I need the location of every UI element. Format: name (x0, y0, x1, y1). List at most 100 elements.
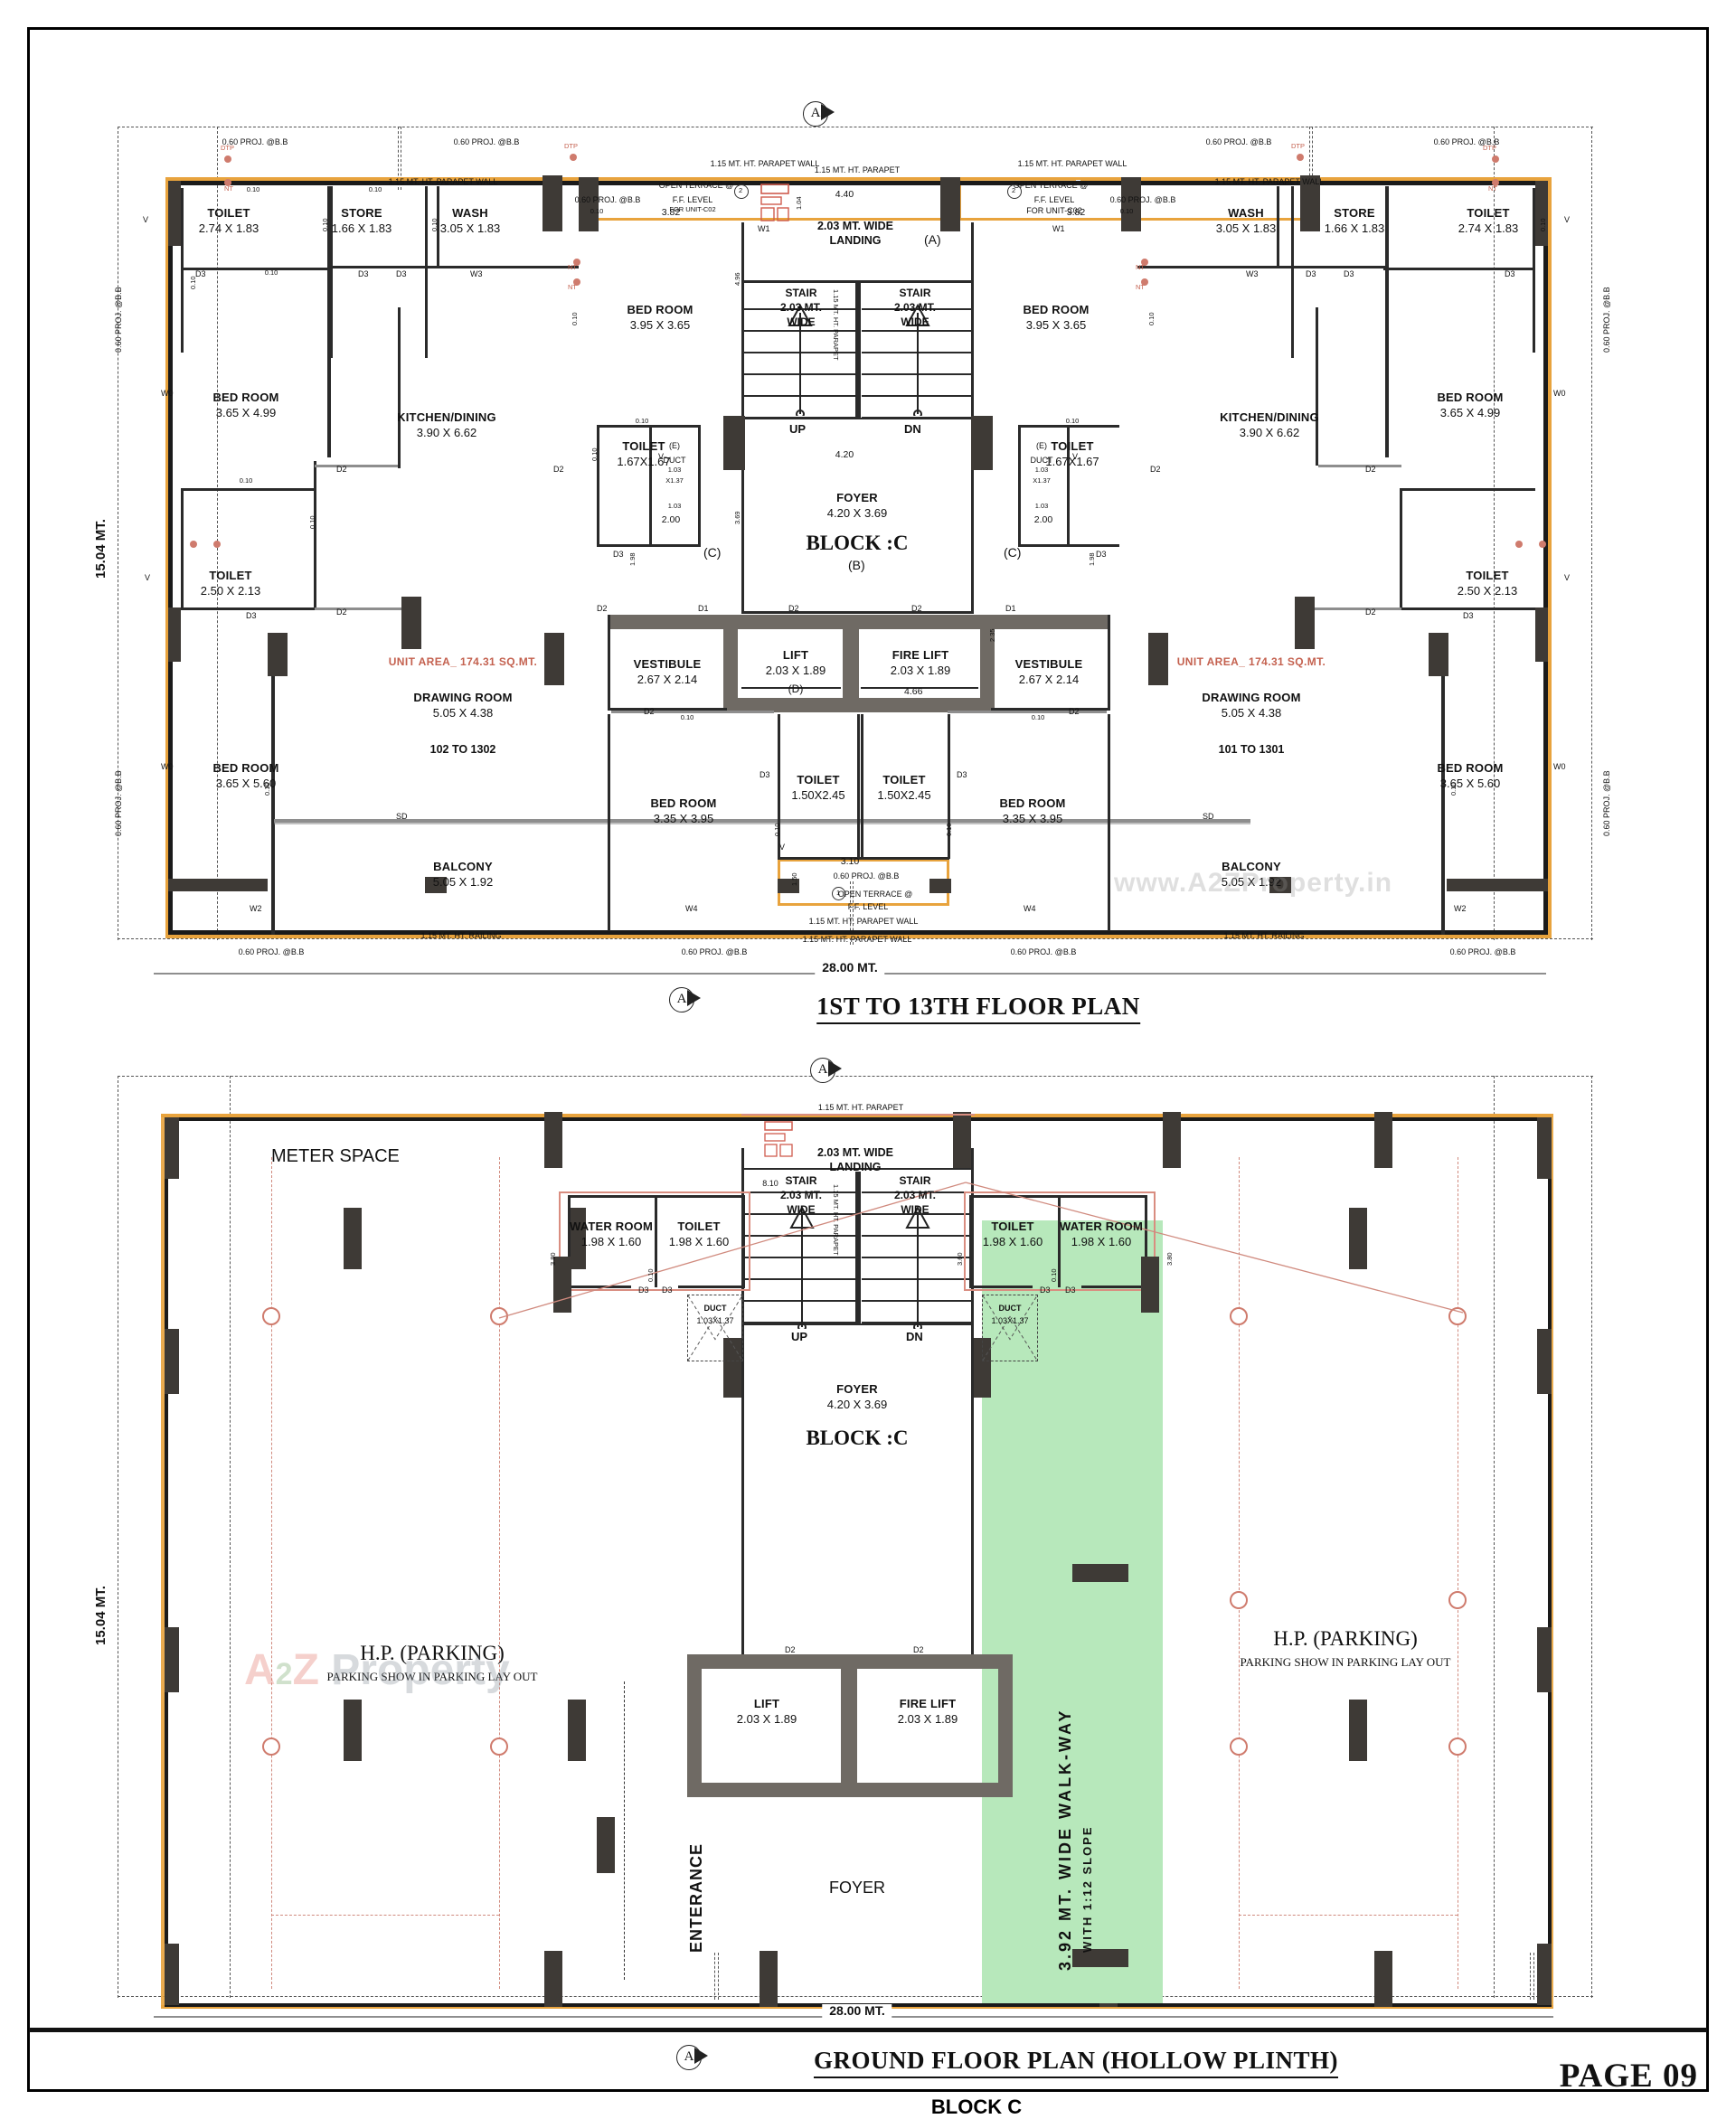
tag-e-l: (E) (669, 441, 680, 450)
wall-r-wash-b (1137, 266, 1291, 268)
ground-plan-title: GROUND FLOOR PLAN (HOLLOW PLINTH) (813, 2047, 1339, 2078)
g-foyer-r (971, 1338, 974, 1663)
g-col-t2 (953, 1112, 971, 1168)
tag-c-right: (C) (1004, 545, 1022, 560)
up-arrow-icon (788, 303, 813, 416)
lift-floor-line-b (861, 687, 978, 689)
section-mark-top-upper: A (803, 99, 835, 127)
dtp-dot-low-r (1515, 541, 1523, 548)
room-toilet-sm-l-name: TOILET (622, 439, 665, 453)
tag-nt-1: NT (224, 184, 233, 193)
ext-wall-left (168, 181, 173, 935)
g-tag-d3-4: D3 (1065, 1286, 1076, 1295)
d010-p: 0.10 (590, 447, 599, 461)
g-col-i2 (568, 1208, 586, 1269)
tag-sd-right: SD (1203, 812, 1214, 821)
block-label-upper: BLOCK :C (806, 532, 909, 554)
tag-v-low: V (779, 843, 786, 852)
dtp-dot-l (224, 155, 231, 163)
note-proj-terr-l: 0.60 PROJ. @B.B (574, 195, 641, 204)
tag-2-l: 2 (739, 186, 743, 194)
g-col-wet-r (1141, 1257, 1159, 1313)
room-vestibule-r-size: 2.67 X 2.14 (1018, 673, 1080, 686)
g-wr-l6 (678, 1286, 745, 1288)
tag-d2-6: D2 (1150, 465, 1161, 474)
room-bed4-l-name: BED ROOM (650, 796, 717, 810)
g-parking-left: H.P. (PARKING) (360, 1642, 505, 1664)
g-parking-right: H.P. (PARKING) (1273, 1627, 1418, 1650)
g-core-parapet-band (741, 1114, 975, 1116)
tag-d2-2: D2 (1365, 465, 1376, 474)
tag-nt-6: NT (1136, 283, 1145, 291)
wall-r-kitchen-l (1316, 307, 1318, 466)
tag-d2-5: D2 (553, 465, 564, 474)
wall-r1 (1533, 188, 1535, 282)
ground-plan-subtitle: BLOCK C (930, 2095, 1023, 2118)
g-stair-r-w2: WIDE (901, 1203, 929, 1216)
tag-nt-3: NT (568, 263, 577, 271)
note-parapet-2: 1.15 MT. HT. PARAPET WALL (710, 159, 820, 168)
room-toilet-tl-size: 2.74 X 1.83 (198, 221, 259, 235)
g-wall-top (165, 1117, 1552, 1121)
g-waterroom-l-name: WATER ROOM (569, 1220, 654, 1233)
g-park-circle-6 (1230, 1591, 1248, 1609)
g-stair-parapet2 (858, 1172, 861, 1323)
d010-r: 0.10 (1031, 713, 1045, 721)
dim-440: 4.40 (835, 189, 854, 200)
g-wall-left (165, 1117, 168, 2007)
tag-v-wall-r: V (1564, 215, 1571, 224)
note-proj-tl: 0.60 PROJ. @B.B (222, 137, 288, 146)
note-proj-b2: 0.60 PROJ. @B.B (681, 947, 748, 956)
g-col-core-r (971, 1338, 991, 1398)
room-wash-tr-name: WASH (1228, 206, 1264, 220)
g-col-l2 (165, 1329, 179, 1394)
door-r-d2-a (1318, 465, 1401, 467)
parapet-band-top-left (165, 177, 590, 181)
g-col-tl (165, 1117, 179, 1179)
duct-l-size2: X1.37 (665, 476, 684, 485)
lift-lobby-wall-top (723, 615, 995, 629)
proj-dash-bottom (118, 938, 1593, 939)
room-store-tr-size: 1.66 X 1.83 (1324, 221, 1385, 235)
tag-w3-2: W3 (1246, 269, 1259, 278)
wall-r-store-r (1291, 186, 1294, 358)
wall-store-r (425, 186, 428, 358)
note-ff-level-l: F.F. LEVEL (672, 195, 713, 204)
room-firelift-name: FIRE LIFT (892, 648, 949, 662)
dim-496: 4.96 (733, 272, 741, 286)
tag-d2-4: D2 (1365, 607, 1376, 617)
g-wall-right (1548, 1117, 1552, 2007)
note-proj-b1: 0.60 PROJ. @B.B (238, 947, 305, 956)
tag-d3-2: D3 (358, 269, 369, 278)
dim-310: 3.10 (840, 856, 860, 867)
note-parapet-4: 1.15 MT. HT. PARAPET WALL (1214, 177, 1325, 186)
tag-w2-l: W2 (250, 904, 262, 913)
note-railing-r: 1.15 MT. HT. RAILING (1223, 931, 1305, 940)
vestibule-l-top (608, 615, 725, 629)
g-col-i5 (568, 1700, 586, 1761)
dim-198-l: 1.98 (628, 552, 637, 566)
unit-area-left: UNIT AREA_ 174.31 SQ.MT. (388, 655, 538, 668)
g-wr-r3 (1058, 1195, 1061, 1287)
core-foyer-name: FOYER (836, 491, 878, 504)
g-wr-l4 (742, 1195, 745, 1287)
g-leader-lines (498, 1182, 1464, 1319)
stair-center-parapet (855, 283, 858, 419)
d010-n: 0.10 (635, 417, 649, 425)
note-railing-l: 1.15 MT. HT. RAILING (420, 931, 502, 940)
g-up-arrow-icon (789, 1205, 815, 1329)
g-d010-1: 0.10 (646, 1268, 655, 1282)
room-kitchen-r-size: 3.90 X 6.62 (1239, 426, 1300, 439)
room-toilet2-l-size: 2.50 X 2.13 (200, 584, 261, 598)
g-landing-label: LANDING (829, 1161, 882, 1173)
tag-d1-2: D1 (1005, 604, 1016, 613)
room-bed1-l-size: 3.65 X 4.99 (215, 406, 277, 419)
core-parapet-vert: 1.15 MT. HT. PARAPET (832, 289, 840, 361)
wall-r-toilet2-t (1400, 488, 1535, 491)
nt-dot-r (1492, 179, 1499, 186)
room-bed2-l-name: BED ROOM (627, 303, 693, 316)
tag-nt-2: NT (1488, 184, 1497, 193)
open-terrace-bottom (778, 859, 949, 906)
section-mark-bottom-upper: A (669, 985, 701, 1012)
room-bed1-r-size: 3.65 X 4.99 (1439, 406, 1501, 419)
